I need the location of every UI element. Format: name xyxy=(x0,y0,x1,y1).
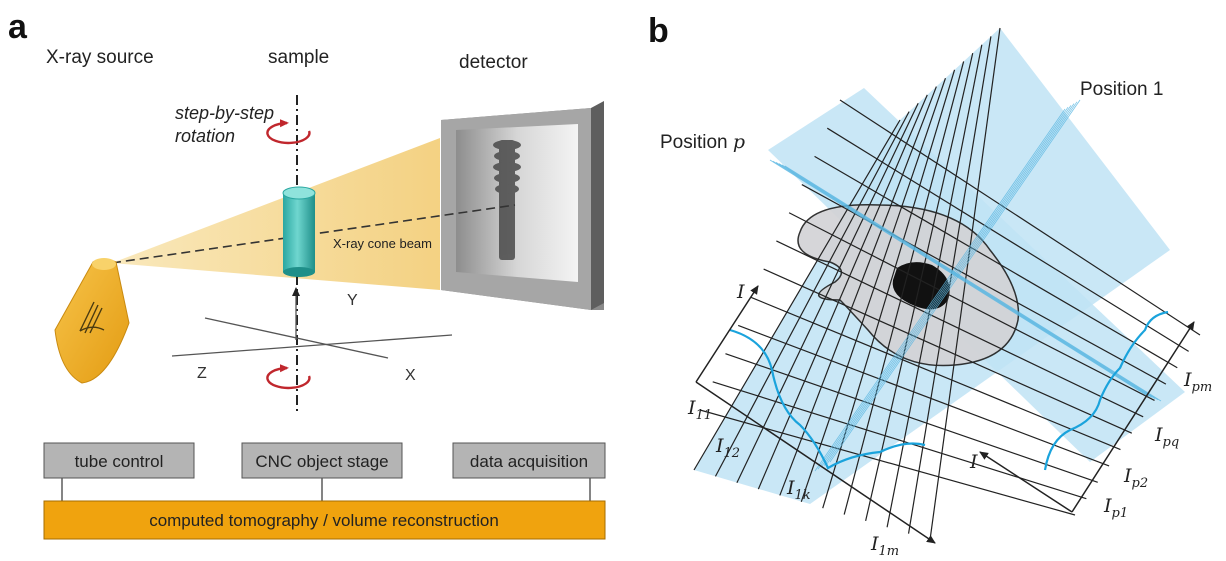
panel-a: a X-ray source sample detector xyxy=(8,8,606,540)
label-i12: I12 xyxy=(715,435,740,461)
highlight-ray-1 xyxy=(814,108,1066,472)
ray-line-position-1 xyxy=(865,52,974,522)
highlight-ray-p xyxy=(784,165,1162,402)
ray-line-position-p xyxy=(737,324,1110,467)
intensity-label-1: I xyxy=(736,281,745,303)
sample-cylinder xyxy=(282,186,316,277)
scanned-object xyxy=(797,203,1020,367)
label-ipm: Ipm xyxy=(1183,369,1212,395)
label-ipq: Ipq xyxy=(1154,424,1179,450)
label-ip2: Ip2 xyxy=(1123,465,1148,491)
ray-grid xyxy=(693,27,1201,541)
detector-axis-p xyxy=(1071,321,1195,513)
coordinate-axes xyxy=(171,287,453,359)
cone-beam-label: X-ray cone beam xyxy=(333,236,432,251)
highlight-ray-1 xyxy=(829,99,1081,463)
axis-y-label: Y xyxy=(347,292,358,309)
ray-line-position-p xyxy=(712,381,1087,500)
detector-labels-position-1: I11 I12 I1k I1m xyxy=(687,397,899,559)
highlight-ray-p xyxy=(778,163,1156,399)
data-acquisition-label: data acquisition xyxy=(470,452,588,471)
panel-b: b Position 1 Position p I I I11 I12 xyxy=(648,12,1212,559)
ray-line-position-p xyxy=(725,353,1098,483)
profile-position-1 xyxy=(729,328,926,470)
panel-b-letter: b xyxy=(648,12,669,50)
ray-line-position-1 xyxy=(693,119,901,471)
detector-axis-1 xyxy=(695,381,936,544)
ray-line-position-p xyxy=(776,240,1144,418)
ray-line-position-1 xyxy=(843,61,965,515)
intensity-axes xyxy=(695,285,1195,544)
detector-projection xyxy=(493,140,521,260)
ray-line-position-1 xyxy=(757,94,928,490)
control-boxes: tube control CNC object stage data acqui… xyxy=(43,442,606,540)
ray-line-position-1 xyxy=(736,103,919,483)
ray-line-position-p xyxy=(788,212,1155,401)
tube-logo-icon xyxy=(79,301,105,334)
rotation-label-line2: rotation xyxy=(175,126,235,146)
highlight-ray-p xyxy=(769,159,1147,396)
detector xyxy=(441,101,604,310)
highlight-ray-1 xyxy=(823,103,1075,466)
intensity-axis-p xyxy=(979,451,1073,513)
x-ray-source-label: X-ray source xyxy=(46,47,154,68)
sample-label: sample xyxy=(268,47,329,68)
ray-line-position-1 xyxy=(779,86,937,496)
highlight-ray-p xyxy=(781,164,1159,401)
intensity-label-p: I xyxy=(969,451,978,473)
ray-line-position-1 xyxy=(714,111,910,477)
detector-label: detector xyxy=(459,52,528,73)
axis-x-label: X xyxy=(405,367,416,384)
panel-a-letter: a xyxy=(8,8,28,46)
rotation-arrow-bottom xyxy=(266,364,311,390)
ray-line-position-p xyxy=(750,296,1121,451)
label-i1m: I1m xyxy=(870,533,899,559)
rotation-label-line1: step-by-step xyxy=(175,103,274,123)
detector-labels-position-p: Ipm Ipq Ip2 Ip1 xyxy=(1103,369,1212,521)
ray-line-position-1 xyxy=(886,44,983,528)
highlight-ray-p xyxy=(772,160,1150,397)
intensity-axis-1 xyxy=(695,285,759,383)
label-i11: I11 xyxy=(687,397,712,423)
ray-line-position-p xyxy=(826,127,1189,352)
label-ip1: Ip1 xyxy=(1103,495,1128,521)
position-1-label: Position 1 xyxy=(1080,79,1163,100)
cnc-stage-box xyxy=(241,442,403,479)
ray-line-position-1 xyxy=(800,77,947,503)
profile-position-p xyxy=(1043,310,1169,471)
ray-line-position-1 xyxy=(929,27,1001,541)
position-p-label: Position p xyxy=(660,131,745,153)
reconstruction-bar xyxy=(43,500,606,540)
ray-line-position-p xyxy=(763,268,1133,434)
highlight-ray-1 xyxy=(817,106,1069,470)
ray-line-position-1 xyxy=(907,36,992,534)
highlight-ray-1 xyxy=(820,105,1072,468)
ray-line-position-p xyxy=(814,155,1178,369)
rotation-arrow-top xyxy=(266,119,311,145)
reconstruction-label: computed tomography / volume reconstruct… xyxy=(149,511,499,530)
cone-beam xyxy=(112,138,440,290)
tube-control-label: tube control xyxy=(75,452,164,471)
highlight-ray-1 xyxy=(826,101,1078,465)
tube-control-box xyxy=(43,442,195,479)
ray-line-position-p xyxy=(839,99,1201,336)
x-ray-tube xyxy=(54,258,130,384)
cnc-stage-label: CNC object stage xyxy=(255,452,388,471)
data-acquisition-box xyxy=(452,442,606,479)
highlight-ray-p xyxy=(775,162,1153,398)
axis-z-label: Z xyxy=(197,365,207,382)
label-i1k: I1k xyxy=(786,477,811,503)
